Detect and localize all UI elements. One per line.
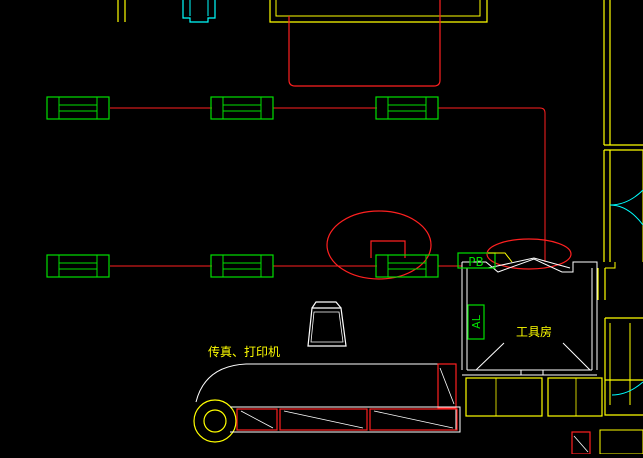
top-wall-structures <box>117 0 488 87</box>
pb-panel <box>457 252 496 269</box>
al-panel <box>467 304 485 340</box>
fluorescent-light-icon <box>46 254 110 278</box>
door-swing-icon <box>609 189 643 226</box>
revision-cloud-right <box>486 238 572 270</box>
revision-cloud-left <box>326 210 432 280</box>
light-fixtures <box>46 96 439 278</box>
circuit-wiring <box>110 107 572 280</box>
right-wall <box>597 0 643 455</box>
al-label: AL <box>470 314 483 329</box>
fax-printer-label: 传真、打印机 <box>208 344 280 359</box>
fax-printer-counter: 传真、打印机 <box>193 344 461 443</box>
fluorescent-light-icon <box>210 96 274 120</box>
chair-icon <box>307 301 347 347</box>
fluorescent-light-icon <box>375 254 439 278</box>
fluorescent-light-icon <box>46 96 110 120</box>
fluorescent-light-icon <box>210 254 274 278</box>
bottom-cabinet <box>571 431 591 455</box>
pb-label: PB <box>468 255 483 269</box>
tool-room-label: 工具房 <box>516 324 552 339</box>
fluorescent-light-icon <box>375 96 439 120</box>
tool-room: PB AL 工具房 <box>457 252 603 417</box>
